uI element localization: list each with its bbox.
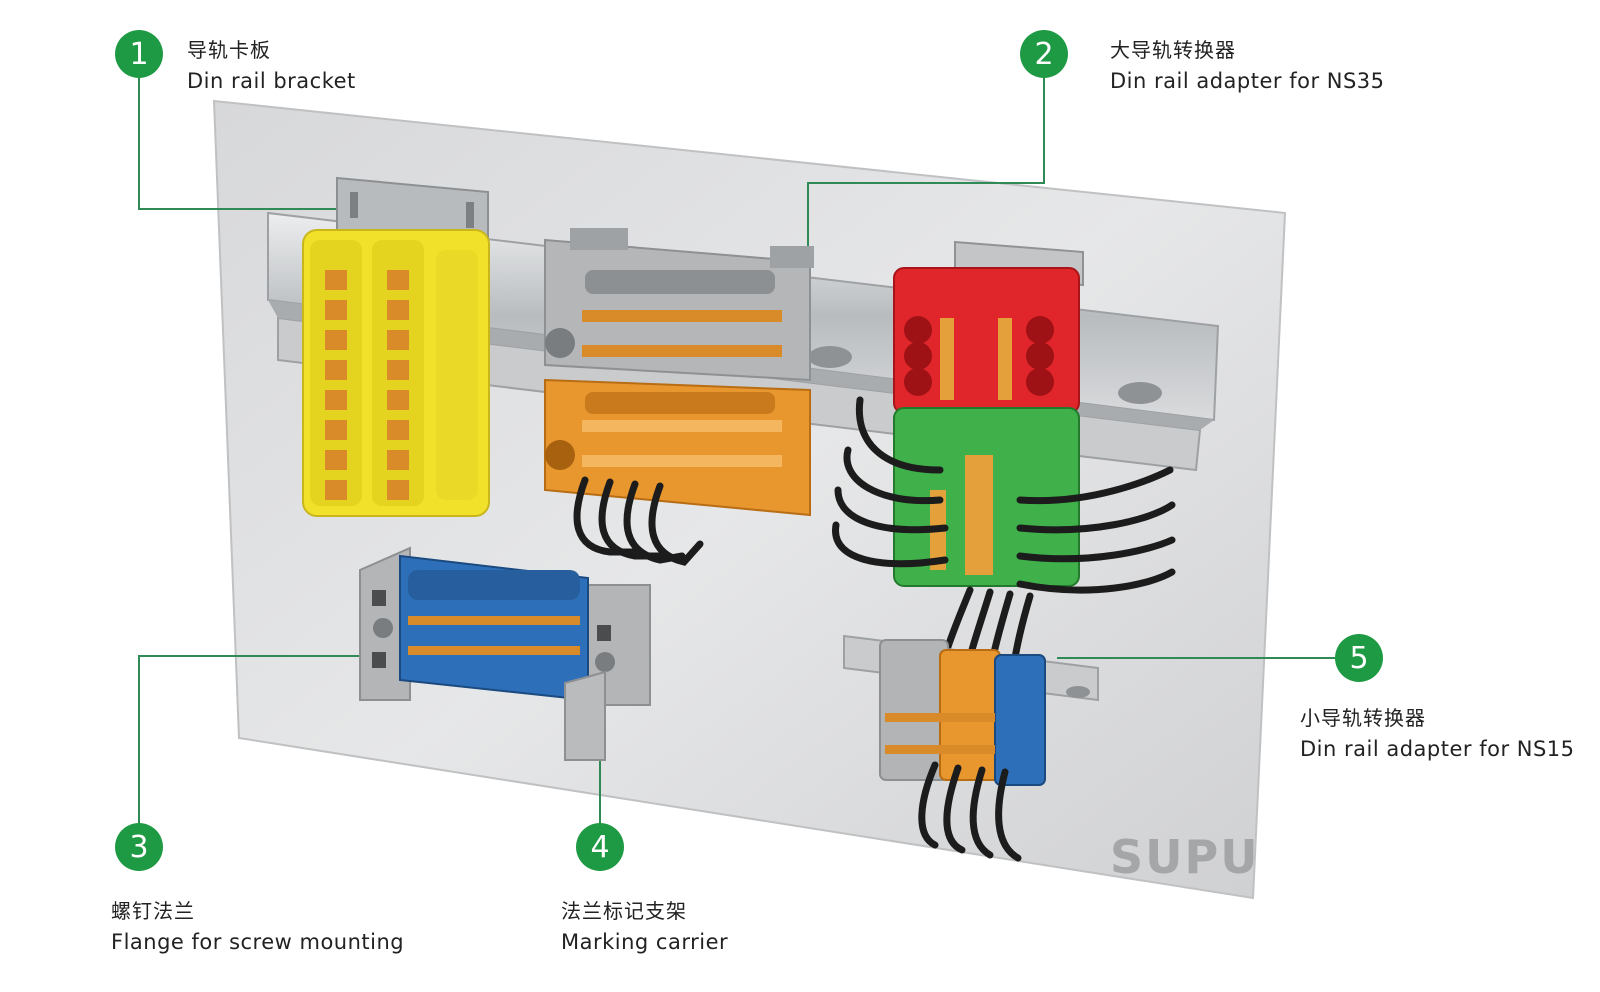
small-terminal-stack [879, 639, 1046, 786]
callout-label-4: 法兰标记支架 Marking carrier [561, 896, 728, 958]
yellow-terminal-block [302, 229, 490, 517]
red-terminal-block [893, 267, 1080, 414]
brand-logo: SUPU [1110, 830, 1260, 884]
callout-label-5-en: Din rail adapter for NS15 [1300, 737, 1575, 761]
callout-badge-1: 1 [115, 30, 163, 78]
callout-label-4-zh: 法兰标记支架 [561, 899, 687, 923]
callout-label-1-en: Din rail bracket [187, 69, 356, 93]
orange-terminal-block [544, 378, 811, 517]
orange-block-wires [573, 476, 704, 566]
callout-label-1: 导轨卡板 Din rail bracket [187, 35, 356, 97]
grey-terminal-block [544, 228, 814, 382]
callout-badge-2: 2 [1020, 30, 1068, 78]
small-stack-wires [918, 761, 1022, 862]
callout-label-5-zh: 小导轨转换器 [1300, 706, 1426, 730]
callout-label-3-zh: 螺钉法兰 [111, 899, 195, 923]
callout-badge-3: 3 [115, 823, 163, 871]
callout-label-2: 大导轨转换器 Din rail adapter for NS35 [1110, 35, 1385, 97]
blue-terminal-block [399, 554, 589, 702]
callout-badge-4: 4 [576, 823, 624, 871]
callout-label-3-en: Flange for screw mounting [111, 930, 405, 954]
callout-label-5: 小导轨转换器 Din rail adapter for NS15 [1300, 703, 1575, 765]
callout-label-2-en: Din rail adapter for NS35 [1110, 69, 1385, 93]
callout-label-2-zh: 大导轨转换器 [1110, 38, 1236, 62]
callout-label-3: 螺钉法兰 Flange for screw mounting [111, 896, 404, 958]
callout-badge-5: 5 [1335, 634, 1383, 682]
marking-carrier [564, 670, 606, 761]
callout-label-4-en: Marking carrier [561, 930, 729, 954]
callout-label-1-zh: 导轨卡板 [187, 38, 271, 62]
